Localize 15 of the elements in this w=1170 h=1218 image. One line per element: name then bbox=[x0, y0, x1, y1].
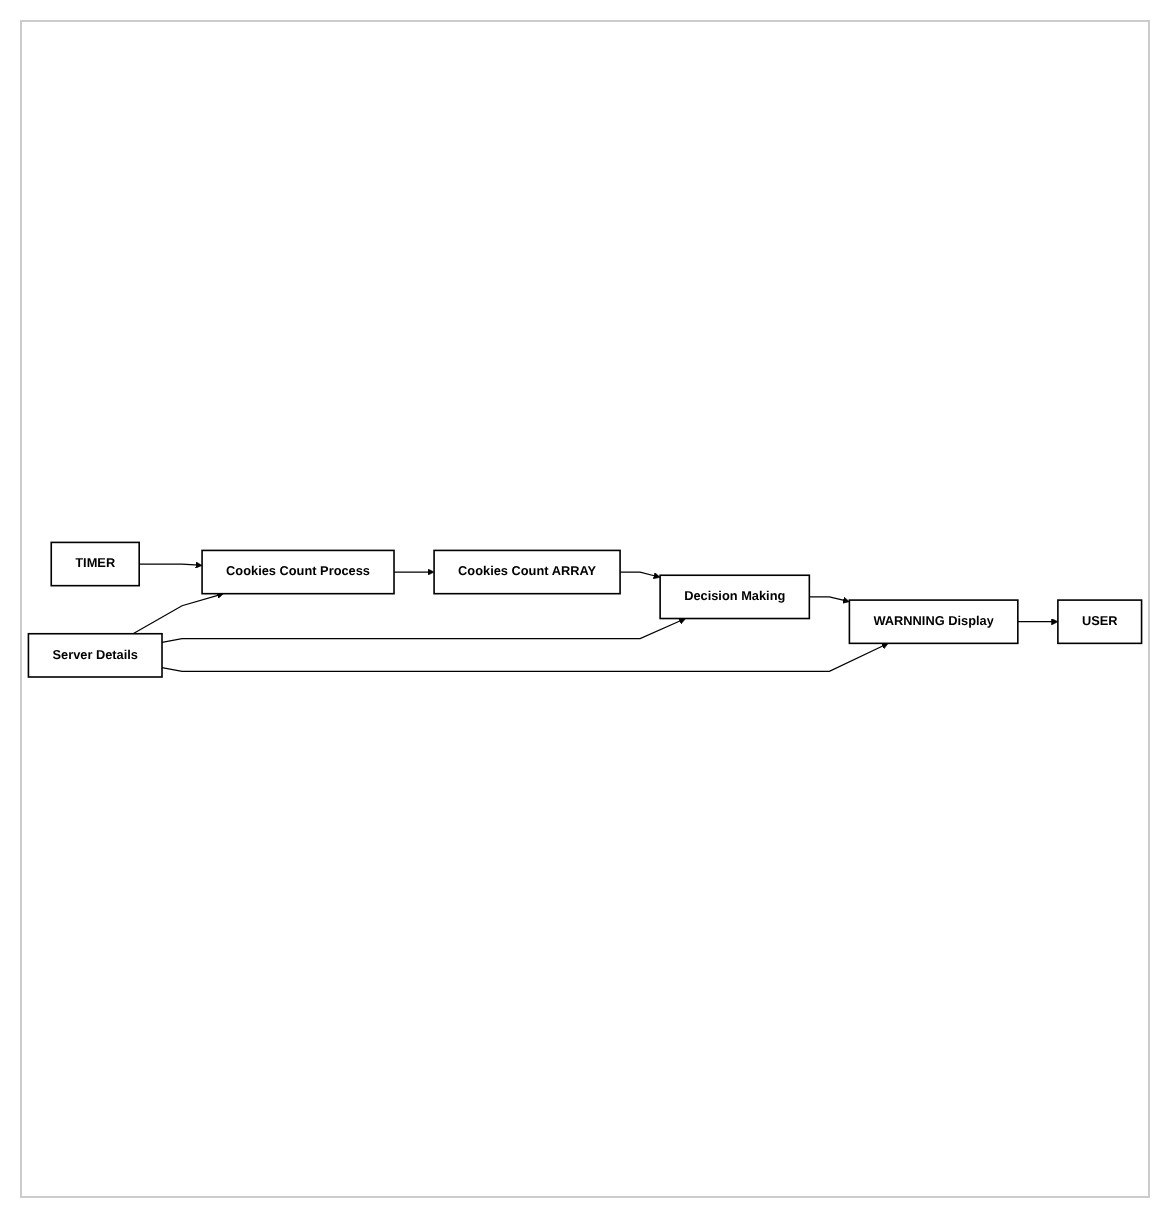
node-box bbox=[659, 573, 811, 619]
node-box bbox=[27, 632, 163, 678]
node-box bbox=[50, 540, 140, 586]
node-box bbox=[201, 548, 395, 594]
arrow bbox=[808, 595, 850, 603]
arrow bbox=[132, 591, 224, 634]
arrow bbox=[138, 560, 203, 568]
node-box bbox=[1057, 598, 1143, 644]
arrow bbox=[619, 570, 661, 579]
arrow bbox=[161, 617, 686, 643]
arrow bbox=[393, 567, 435, 575]
node-box bbox=[848, 598, 1019, 644]
node-box bbox=[433, 548, 621, 594]
arrow bbox=[161, 642, 889, 672]
arrow bbox=[1017, 617, 1059, 625]
